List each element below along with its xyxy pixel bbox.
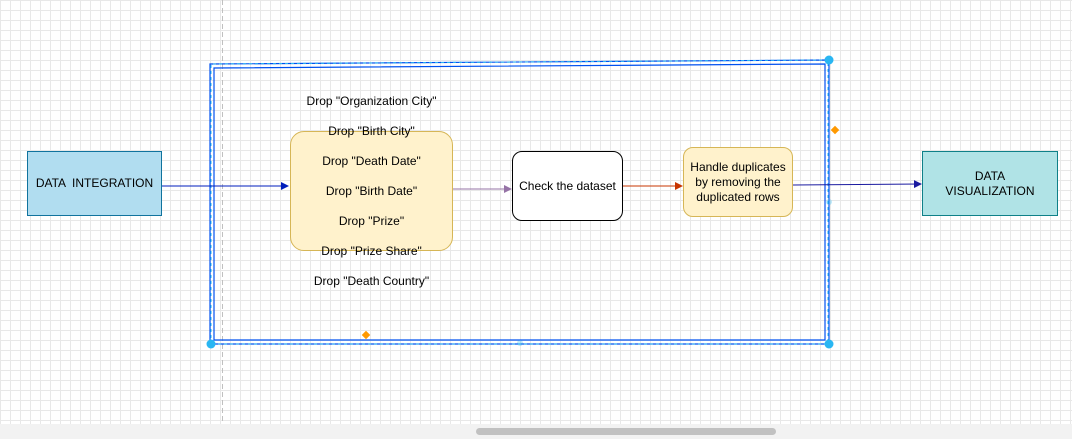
midpoint-handle-bottom[interactable] [517,340,523,346]
drop-line: Drop "Birth City" [328,123,415,138]
drop-line: Drop "Prize Share" [321,243,422,258]
selection-outline [210,59,829,345]
horizontal-scrollbar-thumb[interactable] [476,428,776,435]
drop-columns-label: Drop "Organization City" Drop "Birth Cit… [307,79,437,304]
data-integration-node[interactable]: DATA INTEGRATION [27,151,162,216]
check-dataset-node[interactable]: Check the dataset [512,151,623,221]
data-visualization-node[interactable]: DATA VISUALIZATION [922,151,1058,216]
drop-line: Drop "Organization City" [306,93,437,108]
check-dataset-label: Check the dataset [519,178,616,193]
resize-handle-bottom-left[interactable] [206,339,216,349]
edge-duplicates-to-visualization[interactable] [792,180,922,189]
drop-line: Drop "Prize" [338,213,405,228]
handle-duplicates-label: Handle duplicates by removing the duplic… [690,159,786,204]
drop-columns-node[interactable]: Drop "Organization City" Drop "Birth Cit… [290,94,453,288]
data-visualization-label: DATA VISUALIZATION [945,168,1035,198]
waypoint-handle-bottom[interactable] [361,330,371,340]
container-inner-border [213,63,826,341]
drop-line: Drop "Death Country" [313,273,430,288]
drop-line: Drop "Death Date" [322,153,421,168]
data-integration-label: DATA INTEGRATION [35,176,154,190]
resize-handle-top-right[interactable] [824,55,834,65]
waypoint-handle-right[interactable] [830,125,840,135]
midpoint-handle-right[interactable] [826,199,832,205]
resize-handle-bottom-right[interactable] [824,339,834,349]
drop-line: Drop "Birth Date" [325,183,418,198]
handle-duplicates-node[interactable]: Handle duplicates by removing the duplic… [683,147,793,217]
